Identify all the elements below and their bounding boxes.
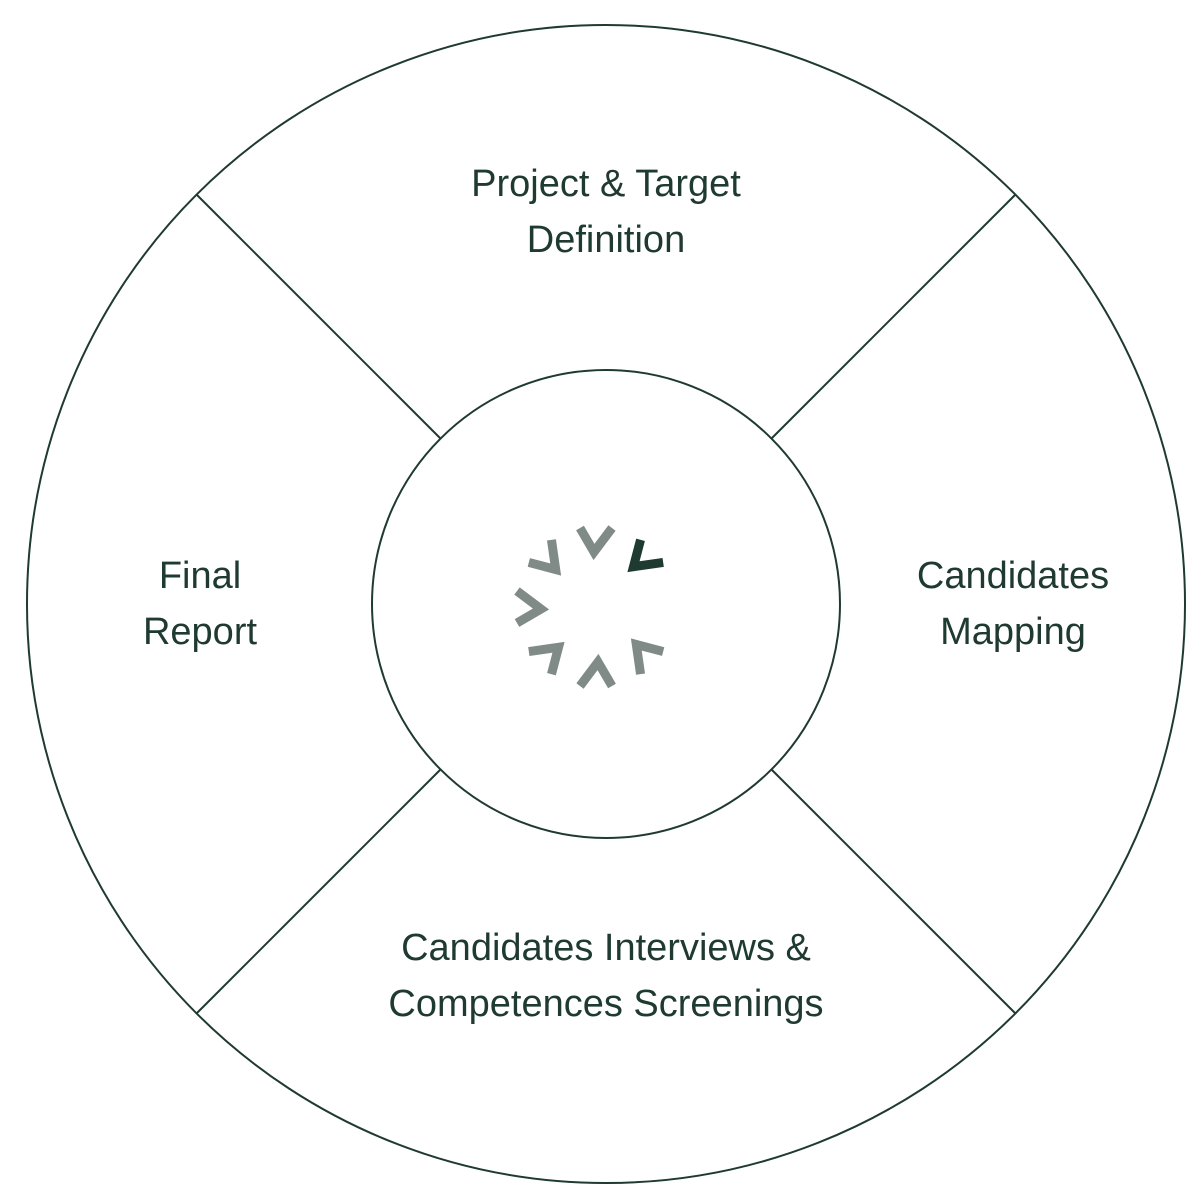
spinner-chevron [576, 525, 616, 561]
outer-circle [26, 24, 1186, 1184]
segment-left-line-1: Final [159, 555, 241, 597]
segment-right-line-1: Candidates [917, 555, 1109, 597]
divider-top-left [196, 194, 441, 439]
spinner-chevron [630, 638, 665, 675]
segment-bottom-line-2: Competences Screenings [388, 983, 823, 1025]
spinner-chevron-shape [527, 539, 562, 576]
inner-circle [371, 369, 841, 839]
spinner-chevron-shape [514, 587, 550, 627]
divider-bottom-left [196, 769, 441, 1014]
segment-right-line-2: Mapping [940, 611, 1086, 653]
spinner-chevron [527, 539, 562, 576]
segment-bottom: Candidates Interviews & Competences Scre… [388, 927, 823, 1025]
spinner-chevron [627, 538, 664, 573]
segment-top: Project & Target Definition [471, 163, 741, 261]
spinner-chevron [576, 653, 616, 689]
segment-left-line-2: Report [143, 611, 257, 653]
segment-left: Final Report [143, 555, 257, 653]
divider-bottom-right [771, 769, 1016, 1014]
spinner-chevron-shape [576, 525, 616, 561]
segment-right: Candidates Mapping [917, 555, 1109, 653]
spinner-chevron [514, 587, 550, 627]
divider-top-right [771, 194, 1016, 439]
spinner-chevron [528, 641, 565, 676]
segment-top-line-2: Definition [527, 219, 685, 261]
spinner-chevron-shape [528, 641, 565, 676]
loading-spinner-logo-icon [514, 525, 665, 689]
spinner-chevron-shape [630, 638, 665, 675]
segment-top-line-1: Project & Target [471, 163, 741, 205]
segment-bottom-line-1: Candidates Interviews & [401, 927, 811, 969]
spinner-chevron-shape [627, 538, 664, 573]
spinner-chevron-shape [576, 653, 616, 689]
